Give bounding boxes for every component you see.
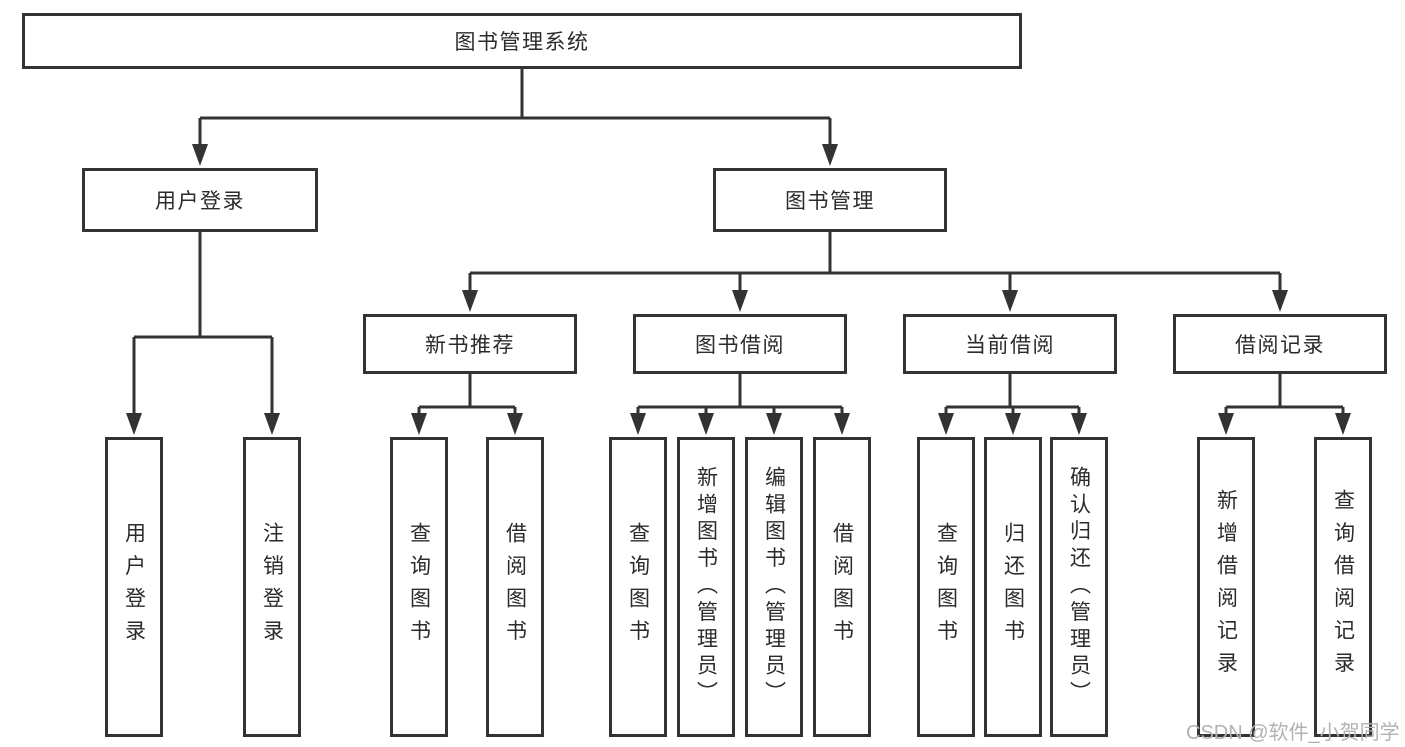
leaf-add-borrow-record: 新增借阅记录	[1197, 437, 1255, 737]
leaf-query-books-borrow: 查询图书	[609, 437, 667, 737]
leaf-borrow-books-recommend: 借阅图书	[486, 437, 544, 737]
node-borrow-records: 借阅记录	[1173, 314, 1387, 374]
leaf-edit-book-admin: 编辑图书（管理员）	[745, 437, 803, 737]
leaf-add-borrow-record-label: 新增借阅记录	[1214, 489, 1238, 685]
node-user-login: 用户登录	[82, 168, 318, 232]
leaf-borrow-books-2-label: 借阅图书	[830, 521, 854, 653]
leaf-query-books-borrow-label: 查询图书	[626, 521, 650, 653]
node-borrow-records-label: 借阅记录	[1235, 334, 1325, 357]
leaf-query-borrow-record: 查询借阅记录	[1314, 437, 1372, 737]
leaf-confirm-return-admin: 确认归还（管理员）	[1050, 437, 1108, 737]
leaf-user-login: 用户登录	[105, 437, 163, 737]
leaf-borrow-books-recommend-label: 借阅图书	[503, 521, 527, 653]
node-user-login-label: 用户登录	[155, 190, 245, 213]
node-book-borrow-label: 图书借阅	[695, 334, 785, 357]
leaf-query-books-recommend-label: 查询图书	[407, 521, 431, 653]
leaf-confirm-return-admin-label: 确认归还（管理员）	[1067, 466, 1091, 708]
leaf-add-book-admin-label: 新增图书（管理员）	[694, 466, 718, 708]
node-root-label: 图书管理系统	[454, 31, 590, 54]
node-current-borrow-label: 当前借阅	[965, 334, 1055, 357]
leaf-borrow-books-2: 借阅图书	[813, 437, 871, 737]
tree-edges	[132, 66, 1345, 417]
leaf-return-book-label: 归还图书	[1001, 521, 1025, 653]
leaf-logout-label: 注销登录	[260, 521, 284, 653]
leaf-user-login-label: 用户登录	[122, 521, 146, 653]
leaf-query-books-current: 查询图书	[917, 437, 975, 737]
node-root-system: 图书管理系统	[22, 13, 1022, 69]
leaf-return-book: 归还图书	[984, 437, 1042, 737]
node-new-book-recommend-label: 新书推荐	[425, 334, 515, 357]
node-current-borrow: 当前借阅	[903, 314, 1117, 374]
leaf-query-books-recommend: 查询图书	[390, 437, 448, 737]
node-book-management-label: 图书管理	[785, 190, 875, 213]
node-book-management: 图书管理	[713, 168, 947, 232]
leaf-add-book-admin: 新增图书（管理员）	[677, 437, 735, 737]
leaf-logout: 注销登录	[243, 437, 301, 737]
node-new-book-recommend: 新书推荐	[363, 314, 577, 374]
node-book-borrow: 图书借阅	[633, 314, 847, 374]
leaf-query-books-current-label: 查询图书	[934, 521, 958, 653]
leaf-edit-book-admin-label: 编辑图书（管理员）	[762, 466, 786, 708]
csdn-watermark: CSDN @软件_小贺同学	[1186, 722, 1400, 744]
leaf-query-borrow-record-label: 查询借阅记录	[1331, 489, 1355, 685]
